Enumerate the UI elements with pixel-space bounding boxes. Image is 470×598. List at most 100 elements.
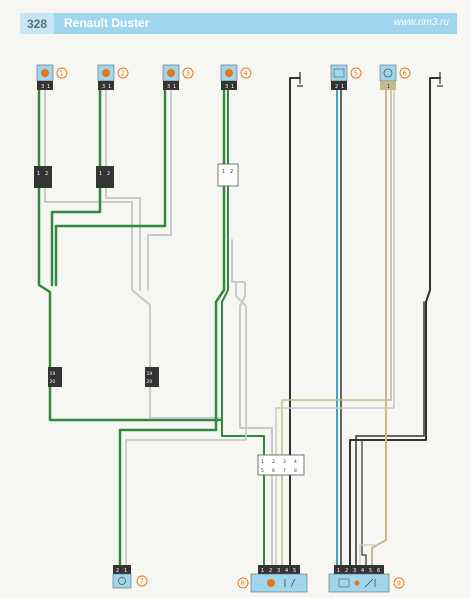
component-1: 3 1 1 [36, 64, 68, 90]
svg-text:6: 6 [377, 568, 380, 574]
pin-label: 1 [108, 84, 111, 90]
ground-symbols [297, 72, 443, 87]
wire-c6-beige-b [281, 89, 392, 566]
pin-label: 1 [387, 84, 390, 90]
wire-c1-green [37, 88, 222, 422]
switch-icon [364, 578, 376, 588]
page-header: 328 Renault Duster www.rim3.ru [20, 13, 457, 34]
pin-label: 20 [50, 379, 56, 385]
component-4: 3 1 4 [220, 64, 252, 90]
svg-text:5: 5 [293, 568, 296, 574]
svg-text:8: 8 [294, 468, 297, 474]
svg-text:7: 7 [283, 468, 286, 474]
component-5: 2 1 5 [330, 64, 362, 90]
callout-3: 3 [186, 70, 190, 78]
component-9: 1 2 3 4 5 6 9 [328, 565, 405, 593]
lamp-icon [267, 579, 275, 587]
wire-c4-green-b [221, 89, 265, 566]
wire-ground-right [349, 77, 441, 566]
svg-text:3: 3 [353, 568, 356, 574]
pin-label: 19 [147, 371, 153, 377]
junction-block: 1 2 3 4 5 6 7 8 [257, 454, 305, 476]
svg-text:4: 4 [361, 568, 364, 574]
svg-text:1: 1 [261, 459, 264, 465]
svg-text:4: 4 [285, 568, 288, 574]
pin-label: 3 [41, 84, 44, 90]
callout-5: 5 [354, 70, 358, 78]
lamp-icon [102, 69, 110, 77]
pin-label: 1 [231, 84, 234, 90]
pin-label: 1 [99, 171, 102, 177]
component-3: 3 1 3 [162, 64, 194, 90]
pin-label: 2 [45, 171, 48, 177]
component-2: 3 1 2 [97, 64, 129, 90]
wire-c2-green [50, 88, 102, 287]
pin-label: 2 [116, 568, 119, 574]
pin-label: 3 [167, 84, 170, 90]
pin-label: 1 [37, 171, 40, 177]
lamp-icon [167, 69, 175, 77]
wire-c2-white [105, 89, 141, 291]
module-icon [338, 578, 350, 588]
wire-to-c9-a [361, 439, 367, 566]
switch-icon [284, 578, 296, 588]
pin-label: 3 [225, 84, 228, 90]
callout-4: 4 [244, 70, 249, 78]
svg-text:4: 4 [294, 459, 297, 465]
wire-c4-white [231, 239, 273, 566]
callout-7: 7 [140, 578, 144, 586]
wire-c6-beige [371, 89, 387, 566]
callout-1: 1 [60, 70, 64, 78]
pin-label: 1 [124, 568, 127, 574]
wire-c6-white [275, 89, 395, 566]
ground-mark-right [437, 72, 443, 87]
wire-c4-green [118, 88, 226, 570]
svg-text:6: 6 [272, 468, 275, 474]
lamp-icon [41, 69, 49, 77]
inline-connector-a: 1 2 [34, 166, 52, 188]
wire-c4-white-b [125, 281, 247, 569]
page-number: 328 [20, 13, 54, 34]
lamp-icon [354, 580, 360, 586]
ground-mark-left [297, 72, 303, 87]
svg-text:5: 5 [261, 468, 264, 474]
pin-label: 1 [47, 84, 50, 90]
pin-label: 19 [50, 371, 56, 377]
component-8: 1 2 3 4 5 8 [237, 565, 308, 593]
switch-icon [383, 68, 393, 78]
wire-c3-white [147, 89, 172, 291]
svg-text:1: 1 [337, 568, 340, 574]
wire-black-mid [355, 301, 425, 566]
svg-text:3: 3 [277, 568, 280, 574]
component-7: 2 1 7 [112, 565, 148, 589]
svg-text:1: 1 [261, 568, 264, 574]
inline-connector-c: 1 2 [217, 163, 239, 187]
svg-text:5: 5 [369, 568, 372, 574]
lamp-icon [225, 69, 233, 77]
pin-label: 1 [222, 169, 225, 175]
sensor-icon [333, 68, 345, 78]
switch-icon [118, 577, 126, 585]
inline-connector-b: 1 2 [96, 166, 114, 188]
pin-label: 20 [147, 379, 153, 385]
svg-text:2: 2 [345, 568, 348, 574]
wire-c3-green [54, 88, 167, 287]
wire-ground-left [289, 77, 301, 566]
wire-to-c9-b [359, 544, 379, 566]
pin-label: 1 [341, 84, 344, 90]
pin-label: 2 [107, 171, 110, 177]
pin-label: 3 [102, 84, 105, 90]
wire-c1-white [44, 89, 223, 419]
callout-8: 8 [241, 580, 245, 588]
svg-text:3: 3 [283, 459, 286, 465]
inline-connector-e: 19 20 [145, 367, 159, 387]
site-url: www.rim3.ru [393, 17, 449, 28]
pin-label: 2 [335, 84, 338, 90]
book-title: Renault Duster [64, 16, 150, 30]
pin-label: 2 [230, 169, 233, 175]
svg-text:2: 2 [269, 568, 272, 574]
component-6: 1 6 [379, 64, 411, 90]
callout-2: 2 [121, 70, 125, 78]
callout-6: 6 [403, 70, 408, 78]
